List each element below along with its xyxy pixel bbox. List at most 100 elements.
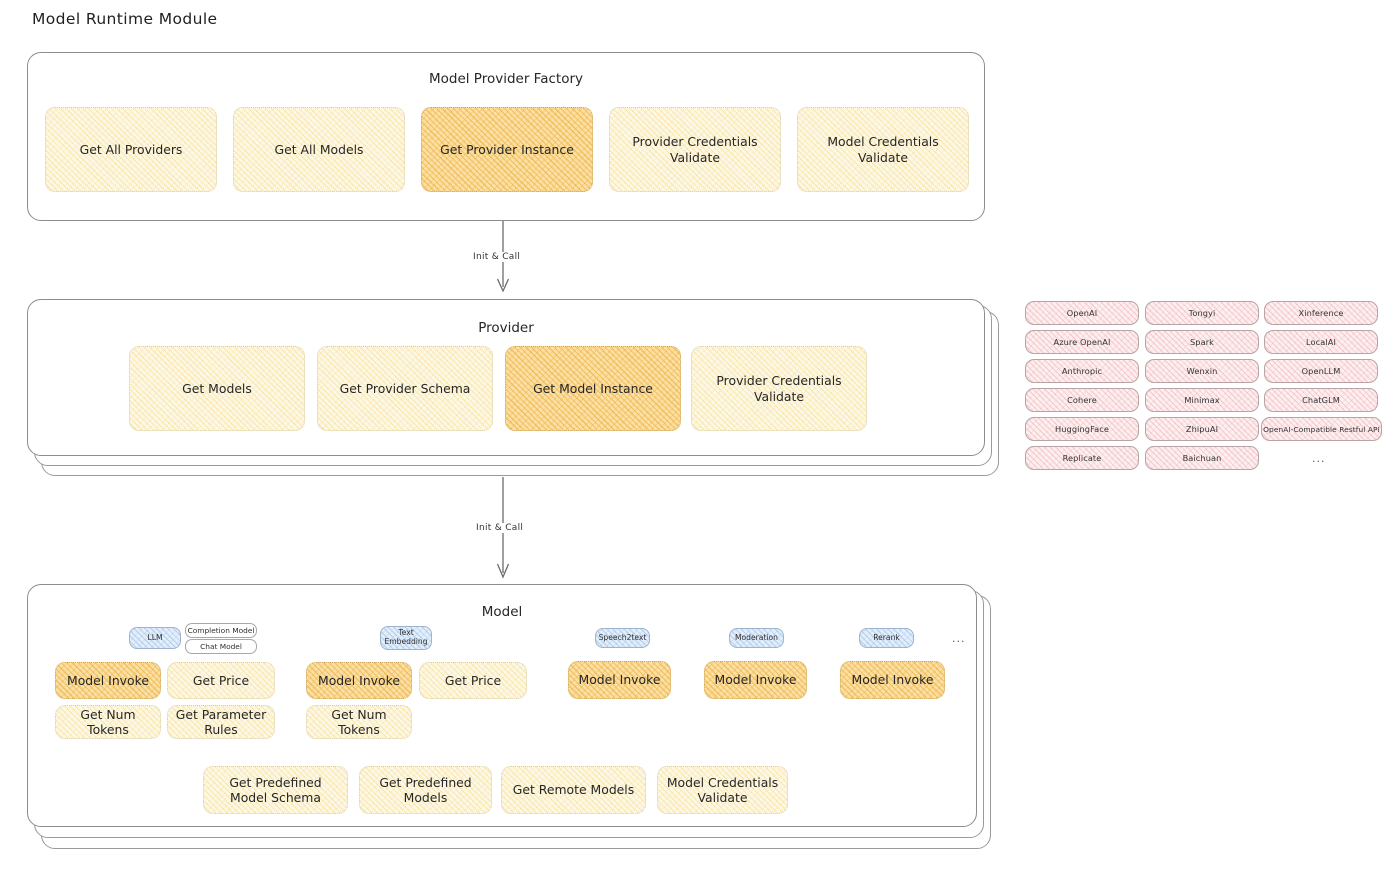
- model-type-badge-moderation[interactable]: Moderation: [729, 628, 784, 648]
- llm-card-label: Get Num Tokens: [80, 706, 136, 737]
- model-type-badge-llm[interactable]: LLM: [129, 627, 181, 649]
- model-subbadge-chat-model[interactable]: Chat Model: [185, 639, 257, 654]
- provider-card-label: Get Model Instance: [533, 380, 653, 396]
- llm-card-get-parameter-rules[interactable]: Get Parameter Rules: [167, 705, 275, 739]
- model-type-badge-label: Moderation: [734, 632, 778, 642]
- factory-card-model-credentials-validate[interactable]: Model Credentials Validate: [797, 107, 969, 192]
- provider-chip-label: Tongyi: [1188, 308, 1216, 318]
- model-type-badge-label: Speech2text: [598, 632, 647, 642]
- rerank-card-label: Model Invoke: [851, 672, 934, 688]
- text-embedding-card-label: Get Num Tokens: [331, 706, 387, 737]
- provider-chip-label: Replicate: [1062, 453, 1102, 463]
- text-embedding-card-label: Model Invoke: [318, 672, 400, 688]
- factory-card-provider-credentials-validate[interactable]: Provider Credentials Validate: [609, 107, 781, 192]
- factory-card-get-provider-instance[interactable]: Get Provider Instance: [421, 107, 593, 192]
- text-embedding-card-label: Get Price: [444, 672, 502, 688]
- model-card-label: Get Remote Models: [512, 782, 635, 798]
- provider-chip-label: Baichuan: [1182, 453, 1222, 463]
- moderation-card-label: Model Invoke: [714, 672, 797, 688]
- model-card-label: Get Predefined Models: [379, 774, 472, 805]
- model-card-label: Model Credentials Validate: [666, 774, 779, 805]
- text-embedding-card-get-price[interactable]: Get Price: [419, 662, 527, 699]
- llm-card-label: Model Invoke: [67, 672, 149, 688]
- factory-card-get-all-providers[interactable]: Get All Providers: [45, 107, 217, 192]
- provider-chip-tongyi[interactable]: Tongyi: [1145, 301, 1259, 325]
- provider-chip-cohere[interactable]: Cohere: [1025, 388, 1139, 412]
- provider-list-ellipsis: ...: [1312, 452, 1326, 465]
- model-card-get-predefined-models[interactable]: Get Predefined Models: [359, 766, 492, 814]
- provider-chip-label: Wenxin: [1186, 366, 1218, 376]
- provider-chip-label: ChatGLM: [1302, 395, 1340, 405]
- model-type-badge-speech2text[interactable]: Speech2text: [595, 628, 650, 648]
- provider-chip-baichuan[interactable]: Baichuan: [1145, 446, 1259, 470]
- moderation-card-model-invoke[interactable]: Model Invoke: [704, 661, 807, 699]
- provider-chip-label: Cohere: [1067, 395, 1097, 405]
- llm-card-get-price[interactable]: Get Price: [167, 662, 275, 699]
- arrow-label-init-and-call-1: Init & Call: [470, 252, 524, 262]
- provider-card-provider-credentials-validate[interactable]: Provider Credentials Validate: [691, 346, 867, 431]
- model-type-badge-rerank[interactable]: Rerank: [859, 628, 914, 648]
- provider-chip-openllm[interactable]: OpenLLM: [1264, 359, 1378, 383]
- model-card-get-remote-models[interactable]: Get Remote Models: [501, 766, 646, 814]
- page-title: Model Runtime Module: [32, 10, 218, 28]
- provider-card-get-model-instance[interactable]: Get Model Instance: [505, 346, 681, 431]
- model-provider-factory-title: Model Provider Factory: [428, 71, 583, 87]
- provider-chip-label: OpenLLM: [1301, 366, 1341, 376]
- provider-chip-xinference[interactable]: Xinference: [1264, 301, 1378, 325]
- provider-chip-openai-compatible-restful-api[interactable]: OpenAI-Compatible Restful API: [1261, 417, 1382, 441]
- provider-chip-azure-openai[interactable]: Azure OpenAI: [1025, 330, 1139, 354]
- factory-card-label: Get All Models: [274, 141, 364, 157]
- model-types-ellipsis: ...: [952, 632, 966, 645]
- factory-card-label: Model Credentials Validate: [827, 134, 939, 165]
- model-type-badge-text-embedding[interactable]: Text Embedding: [380, 626, 432, 650]
- provider-chip-spark[interactable]: Spark: [1145, 330, 1259, 354]
- model-type-badge-label: Rerank: [873, 632, 900, 642]
- provider-chip-label: Anthropic: [1061, 366, 1103, 376]
- provider-chip-label: Minimax: [1184, 395, 1220, 405]
- speech2text-card-label: Model Invoke: [578, 672, 661, 688]
- factory-card-label: Get All Providers: [79, 141, 183, 157]
- provider-card-get-provider-schema[interactable]: Get Provider Schema: [317, 346, 493, 431]
- provider-chip-label: ZhipuAI: [1185, 424, 1219, 434]
- llm-card-label: Get Price: [192, 672, 250, 688]
- model-subbadge-label: Chat Model: [200, 642, 242, 651]
- text-embedding-card-get-num-tokens[interactable]: Get Num Tokens: [306, 705, 412, 739]
- llm-card-label: Get Parameter Rules: [175, 706, 267, 737]
- provider-chip-label: OpenAI: [1066, 308, 1098, 318]
- provider-chip-label: HuggingFace: [1054, 424, 1109, 434]
- text-embedding-card-model-invoke[interactable]: Model Invoke: [306, 662, 412, 699]
- provider-chip-label: OpenAI-Compatible Restful API: [1263, 424, 1380, 434]
- provider-chip-minimax[interactable]: Minimax: [1145, 388, 1259, 412]
- provider-chip-wenxin[interactable]: Wenxin: [1145, 359, 1259, 383]
- provider-chip-openai[interactable]: OpenAI: [1025, 301, 1139, 325]
- model-type-badge-label: LLM: [147, 632, 163, 642]
- provider-chip-huggingface[interactable]: HuggingFace: [1025, 417, 1139, 441]
- model-type-badge-label: Text Embedding: [384, 628, 428, 646]
- model-card-model-credentials-validate[interactable]: Model Credentials Validate: [657, 766, 788, 814]
- provider-chip-zhipuai[interactable]: ZhipuAI: [1145, 417, 1259, 441]
- factory-card-label: Get Provider Instance: [440, 141, 574, 157]
- provider-chip-localai[interactable]: LocalAI: [1264, 330, 1378, 354]
- factory-card-label: Provider Credentials Validate: [632, 134, 758, 165]
- model-subbadge-completion-model[interactable]: Completion Model: [185, 623, 257, 638]
- model-card-get-predefined-model-schema[interactable]: Get Predefined Model Schema: [203, 766, 348, 814]
- model-subbadge-label: Completion Model: [187, 626, 255, 635]
- arrow-label-init-and-call-2: Init & Call: [473, 523, 527, 533]
- provider-title: Provider: [478, 320, 534, 336]
- model-title: Model: [481, 604, 523, 620]
- provider-chip-label: Xinference: [1298, 308, 1344, 318]
- rerank-card-model-invoke[interactable]: Model Invoke: [840, 661, 945, 699]
- provider-chip-anthropic[interactable]: Anthropic: [1025, 359, 1139, 383]
- provider-card-get-models[interactable]: Get Models: [129, 346, 305, 431]
- provider-chip-label: Azure OpenAI: [1053, 337, 1111, 347]
- factory-card-get-all-models[interactable]: Get All Models: [233, 107, 405, 192]
- speech2text-card-model-invoke[interactable]: Model Invoke: [568, 661, 671, 699]
- provider-card-label: Get Models: [182, 380, 252, 396]
- provider-chip-label: Spark: [1189, 337, 1215, 347]
- provider-chip-replicate[interactable]: Replicate: [1025, 446, 1139, 470]
- llm-card-model-invoke[interactable]: Model Invoke: [55, 662, 161, 699]
- llm-card-get-num-tokens[interactable]: Get Num Tokens: [55, 705, 161, 739]
- provider-card-label: Provider Credentials Validate: [716, 373, 842, 404]
- provider-chip-chatglm[interactable]: ChatGLM: [1264, 388, 1378, 412]
- model-card-label: Get Predefined Model Schema: [229, 774, 322, 805]
